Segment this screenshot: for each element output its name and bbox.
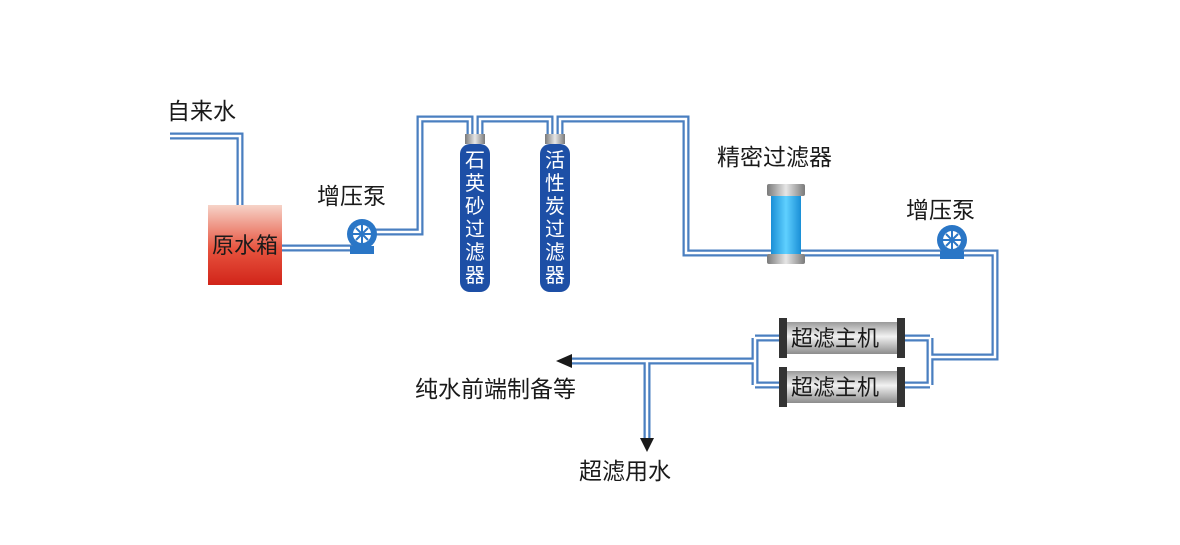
vertical-label-char: 滤 <box>545 240 565 264</box>
vertical-label-char: 滤 <box>465 240 485 264</box>
pipe-pump2-to-uf <box>930 249 999 361</box>
pump2-icon <box>937 225 967 259</box>
vertical-label-char: 英 <box>465 171 485 195</box>
label-pump1: 增压泵 <box>317 184 386 210</box>
raw-water-tank <box>208 205 282 285</box>
vertical-label-char: 性 <box>545 171 565 195</box>
pipe-tap-to-tank <box>170 132 244 207</box>
vertical-label-char: 炭 <box>545 194 565 218</box>
label-precision-filter: 精密过滤器 <box>717 145 832 171</box>
pump1-icon <box>347 219 377 254</box>
arrow-left-icon <box>556 354 572 368</box>
vertical-label-char: 过 <box>545 217 565 241</box>
label-uf-host-2: 超滤主机 <box>791 376 879 401</box>
label-pump2: 增压泵 <box>906 198 975 224</box>
uf-host-1 <box>779 318 905 358</box>
arrow-down-icon <box>640 438 654 452</box>
quartz-filter-vessel <box>460 134 490 292</box>
vertical-label-char: 器 <box>545 263 565 287</box>
vertical-label-char: 器 <box>465 263 485 287</box>
label-tap-water: 自来水 <box>167 99 236 125</box>
vertical-label-char: 活 <box>545 148 565 172</box>
uf-host-2 <box>779 367 905 407</box>
label-outlet-uf: 超滤用水 <box>579 459 671 485</box>
vertical-label-char: 石 <box>465 148 485 172</box>
label-outlet-pure: 纯水前端制备等 <box>415 377 576 403</box>
vertical-label-char: 过 <box>465 217 485 241</box>
precision-filter <box>767 184 805 264</box>
label-uf-host-1: 超滤主机 <box>791 327 879 352</box>
carbon-filter-vessel <box>540 134 570 292</box>
label-raw-tank: 原水箱 <box>212 234 278 259</box>
vertical-label-char: 砂 <box>465 194 485 218</box>
pipe-carbon-to-precision <box>556 115 950 257</box>
pipe-quartz-to-carbon <box>476 115 554 135</box>
